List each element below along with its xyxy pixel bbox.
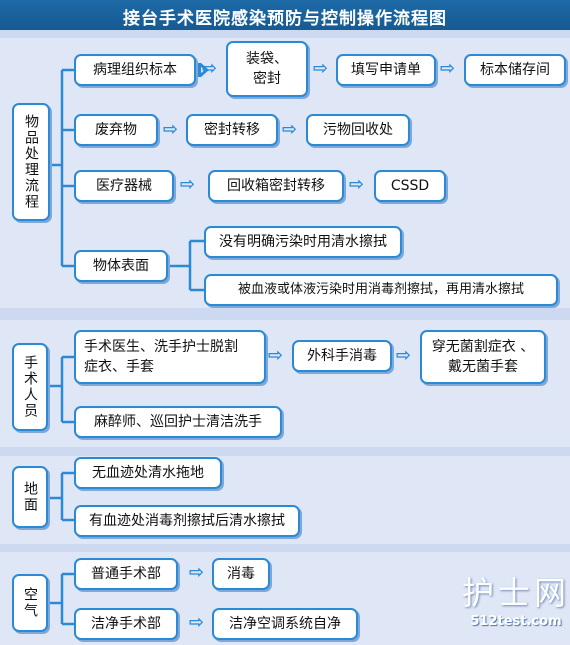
title-bar: 接台手术医院感染预防与控制操作流程图 (0, 0, 570, 30)
staff-sterile-gown-gloves: 穿无菌割症衣 、 戴无菌手套 (420, 330, 546, 384)
watermark-url: 512test.com (470, 614, 562, 629)
chevron-arrow-icon: ⇨ (313, 58, 329, 79)
waste-step-collection: 污物回收处 (306, 114, 410, 146)
chevron-arrow-icon: ⇨ (440, 58, 456, 79)
staff-surgical-hand-disinfection: 外科手消毒 (292, 340, 392, 372)
section-air-label: 空气 (12, 574, 48, 632)
chevron-arrow-icon: ⇨ (163, 119, 179, 140)
chevron-arrow-icon: ⇨ (282, 119, 298, 140)
page-title: 接台手术医院感染预防与控制操作流程图 (123, 9, 447, 29)
air-clean-system: 洁净空调系统自净 (212, 608, 358, 640)
chevron-arrow-icon: ⇨ (202, 58, 218, 79)
tissue-step-bag-seal: 装袋、 密封 (226, 41, 308, 97)
surface-option-clean-water: 没有明确污染时用清水擦拭 (204, 226, 402, 258)
chevron-arrow-icon: ⇨ (189, 562, 205, 583)
tissue-step-application: 填写申请单 (336, 54, 436, 86)
air-normal-or: 普通手术部 (74, 558, 178, 590)
floor-blood: 有血迹处消毒剂擦拭后清水擦拭 (74, 505, 300, 537)
watermark-logo: 护士网 (462, 574, 570, 612)
tissue-step-storage: 标本储存间 (464, 54, 566, 86)
floor-no-blood: 无血迹处清水拖地 (74, 457, 222, 489)
instruments-label: 医疗器械 (74, 170, 174, 202)
surface-option-disinfectant: 被血液或体液污染时用消毒剂擦拭，再用清水擦拭 (204, 274, 558, 306)
waste-label: 废弃物 (74, 114, 158, 146)
air-clean-or: 洁净手术部 (74, 608, 178, 640)
section-staff-label: 手术人员 (12, 343, 48, 431)
chevron-arrow-icon: ⇨ (349, 174, 365, 195)
surface-label: 物体表面 (74, 250, 168, 282)
staff-surgeon-remove: 手术医生、洗手护士脱割 症衣、手套 (74, 330, 266, 384)
air-normal-disinfect: 消毒 (212, 558, 270, 590)
section-items-label: 物品处理流程 (12, 103, 50, 221)
chevron-arrow-icon: ⇨ (396, 345, 412, 366)
instruments-step-cssd: CSSD (374, 170, 446, 202)
watermark: 护士网 512test.com (462, 568, 570, 638)
chevron-arrow-icon: ⇨ (189, 612, 205, 633)
chevron-arrow-icon: ⇨ (180, 174, 196, 195)
section-floor-label: 地面 (12, 466, 48, 528)
waste-step-seal: 密封转移 (186, 114, 278, 146)
staff-anesthesia-handwash: 麻醉师、巡回护士清洁洗手 (74, 406, 282, 438)
instruments-step-seal: 回收箱密封转移 (208, 170, 344, 202)
chevron-arrow-icon: ⇨ (268, 345, 284, 366)
chevron-arrow (198, 63, 209, 77)
tissue-label: 病理组织标本 (74, 54, 196, 86)
